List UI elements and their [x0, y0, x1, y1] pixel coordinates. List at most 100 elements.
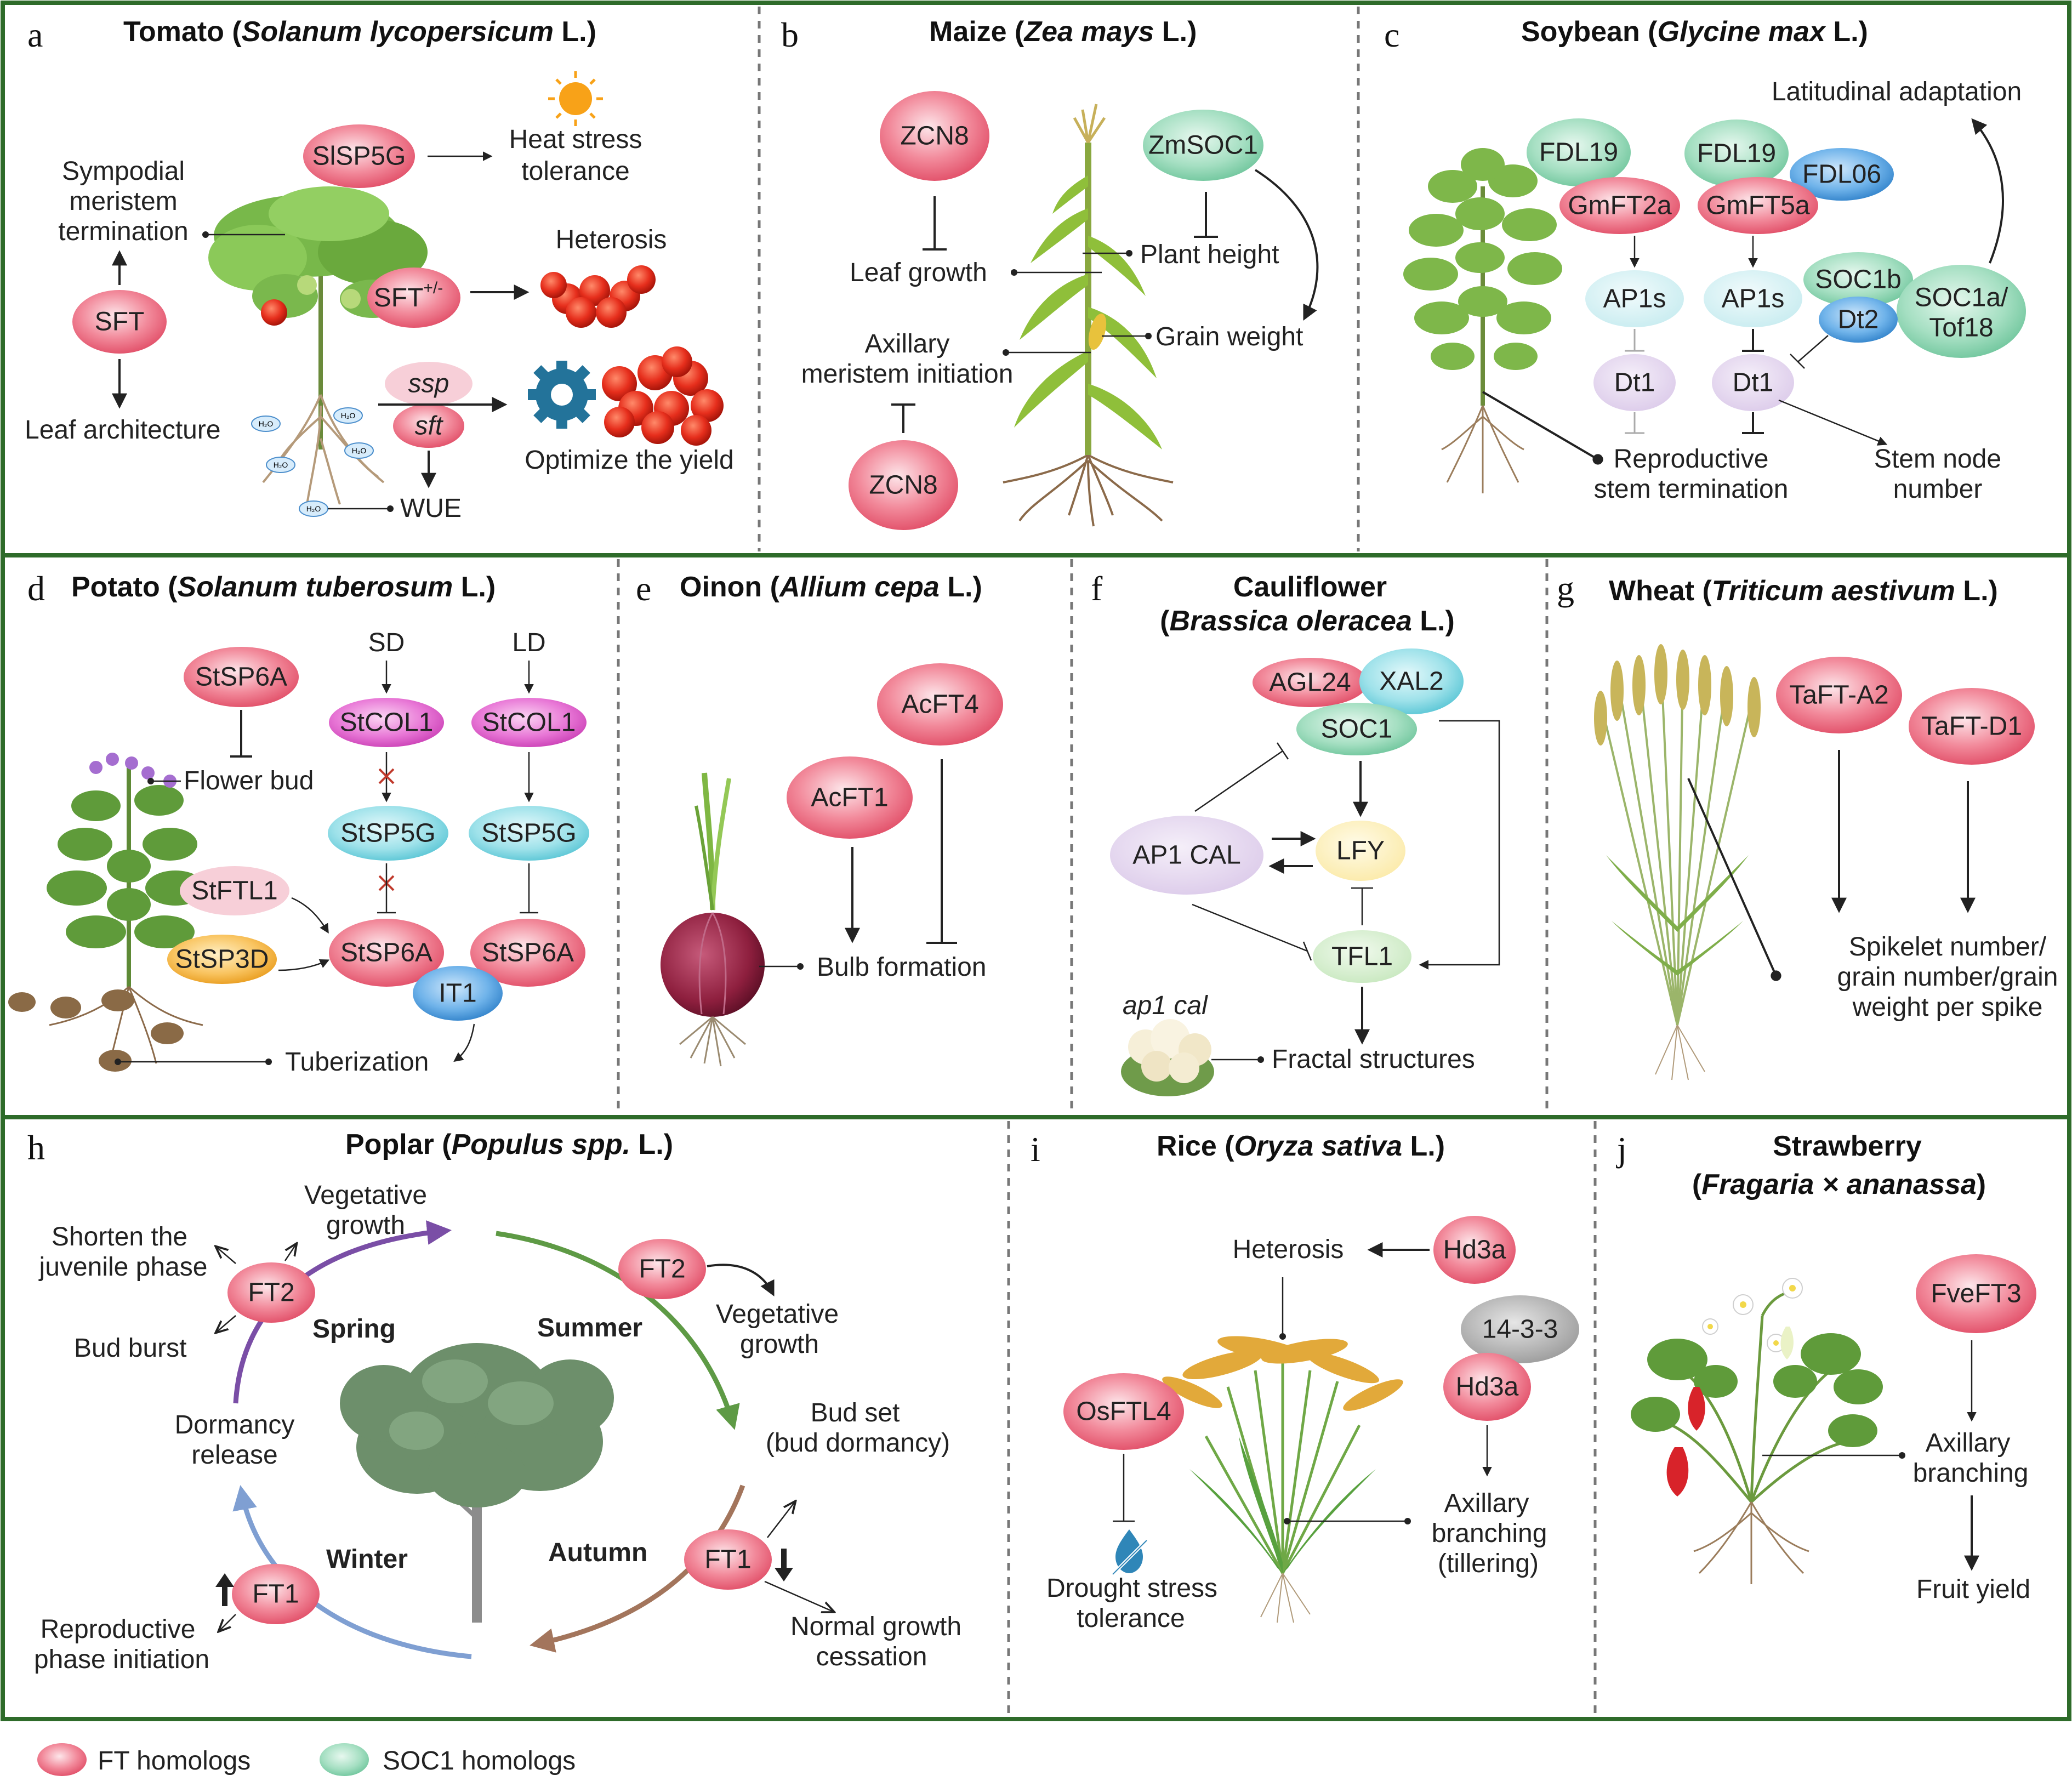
- panel-letter-b: b: [781, 15, 799, 54]
- gene-ap1-cal: AP1 CAL: [1110, 816, 1263, 895]
- gene-it1: IT1: [413, 966, 503, 1021]
- svg-text:StSP5G: StSP5G: [481, 819, 576, 848]
- panel-c-soybean: c Soybean (Glycine max L.) Latitudinal a…: [1384, 15, 2026, 504]
- label-grain-weight: Grain weight: [1155, 322, 1303, 351]
- svg-text:Soybean (Glycine max L.): Soybean (Glycine max L.): [1521, 16, 1868, 48]
- gene-ft2-right: FT2: [618, 1239, 706, 1299]
- gene-stsp5g-ld: StSP5G: [469, 806, 589, 861]
- svg-text:14-3-3: 14-3-3: [1482, 1315, 1558, 1344]
- up-arrow-icon: [215, 1573, 234, 1606]
- gene-stsp5g-sd: StSP5G: [328, 806, 448, 861]
- gene-zcn8-bottom: ZCN8: [849, 440, 958, 530]
- gene-stftl1: StFTL1: [180, 866, 289, 915]
- label-sd: SD: [368, 628, 405, 657]
- label-bud-dormancy: (bud dormancy): [766, 1429, 950, 1458]
- svg-text:XAL2: XAL2: [1379, 667, 1443, 696]
- svg-text:AP1s: AP1s: [1603, 284, 1666, 314]
- label-spring: Spring: [312, 1315, 396, 1344]
- label-cessation: cessation: [816, 1642, 927, 1671]
- svg-text:SFT+/-: SFT+/-: [374, 279, 443, 312]
- gene-fdl06: FDL06: [1790, 148, 1894, 201]
- panel-g-wheat: g Wheat (Triticum aestivum L.): [1557, 569, 2058, 1080]
- strawberry-plant-illustration: [1631, 1278, 1883, 1584]
- panel-i-rice: i Rice (Oryza sativa L.): [1031, 1130, 1579, 1633]
- gene-sft-heterozygous: SFT+/-: [367, 268, 460, 328]
- svg-text:Hd3a: Hd3a: [1443, 1236, 1506, 1265]
- svg-text:H₂O: H₂O: [306, 504, 321, 513]
- sun-icon: [548, 71, 603, 126]
- label-meristem-initiation: meristem initiation: [801, 360, 1014, 389]
- gene-dt2: Dt2: [1819, 297, 1898, 343]
- label-branching-i: branching: [1432, 1519, 1547, 1548]
- label-ld: LD: [512, 628, 545, 657]
- panel-letter-a: a: [27, 15, 43, 54]
- gene-dt1-left: Dt1: [1593, 354, 1676, 411]
- svg-text:StSP6A: StSP6A: [482, 938, 574, 968]
- svg-text:TFL1: TFL1: [1331, 942, 1393, 971]
- label-vegetative-right: Vegetative: [716, 1300, 839, 1329]
- gene-ft1-left: FT1: [232, 1564, 320, 1624]
- label-release: release: [191, 1441, 277, 1470]
- svg-text:Potato (Solanum tuberosum L.): Potato (Solanum tuberosum L.): [71, 571, 496, 603]
- svg-text:Poplar (Populus spp. L.): Poplar (Populus spp. L.): [345, 1129, 673, 1160]
- gene-soc1: SOC1: [1296, 703, 1417, 755]
- gene-stcol1-sd: StCOL1: [329, 698, 444, 747]
- svg-text:Maize (Zea mays L.): Maize (Zea mays L.): [929, 16, 1197, 48]
- tomato-fruit-cluster-yield: [602, 346, 724, 446]
- svg-text:(Fragaria × ananassa): (Fragaria × ananassa): [1692, 1169, 1986, 1200]
- label-bud-burst: Bud burst: [74, 1334, 186, 1363]
- svg-text:OsFTL4: OsFTL4: [1076, 1397, 1171, 1426]
- panel-letter-f: f: [1091, 569, 1103, 608]
- rice-plant-illustration: [1162, 1336, 1403, 1623]
- svg-text:StSP6A: StSP6A: [195, 663, 287, 692]
- label-heterosis-i: Heterosis: [1233, 1235, 1344, 1264]
- panel-letter-e: e: [636, 569, 651, 608]
- label-number: number: [1893, 475, 1983, 504]
- svg-text:FT1: FT1: [704, 1545, 751, 1574]
- label-summer: Summer: [537, 1313, 642, 1342]
- label-heat-stress: Heat stress: [509, 125, 642, 154]
- panel-e-onion: e Oinon (Allium cepa L.) AcFT4 AcFT1 Bul…: [636, 569, 1003, 1067]
- panel-d-potato: d Potato (Solanum tuberosum L.): [8, 569, 589, 1077]
- potato-plant-illustration: [8, 753, 206, 1072]
- label-flower-bud: Flower bud: [184, 766, 314, 795]
- wheat-plant-illustration: [1594, 644, 1761, 1080]
- label-vegetative-left: Vegetative: [304, 1181, 427, 1210]
- label-normal-growth: Normal growth: [790, 1612, 961, 1641]
- cauliflower-illustration: [1121, 1019, 1214, 1096]
- gene-fdl19-left: FDL19: [1527, 118, 1631, 186]
- gene-soc1a-tof18: SOC1a/Tof18: [1897, 265, 2026, 358]
- panel-j-strawberry: j Strawberry (Fragaria × ananassa): [1616, 1130, 2036, 1604]
- label-phase-initiation: phase initiation: [34, 1645, 209, 1674]
- svg-text:FT2: FT2: [248, 1278, 294, 1307]
- svg-text:H₂O: H₂O: [341, 411, 356, 420]
- gene-sft-mutant: sft: [393, 404, 464, 448]
- label-axillary-j: Axillary: [1926, 1429, 2011, 1458]
- svg-text:FT1: FT1: [252, 1580, 299, 1609]
- panel-a-title-end: L.): [554, 16, 596, 48]
- gene-hd3a-top: Hd3a: [1433, 1216, 1516, 1284]
- svg-text:H₂O: H₂O: [352, 446, 367, 455]
- label-tuberization: Tuberization: [285, 1048, 429, 1077]
- svg-text:SlSP5G: SlSP5G: [312, 142, 406, 171]
- svg-text:Dt1: Dt1: [1614, 368, 1655, 397]
- panel-frames: [1, 1, 2071, 1721]
- gene-ap1s-right: AP1s: [1704, 270, 1802, 327]
- label-winter: Winter: [326, 1545, 408, 1574]
- label-meristem: meristem: [69, 187, 177, 216]
- svg-text:GmFT2a: GmFT2a: [1568, 191, 1672, 220]
- panel-letter-i: i: [1031, 1130, 1040, 1169]
- legend-soc1-swatch: [320, 1743, 369, 1776]
- svg-text:FveFT3: FveFT3: [1931, 1279, 2021, 1308]
- label-drought-stress: Drought stress: [1046, 1574, 1217, 1603]
- onion-illustration: [661, 772, 765, 1067]
- panel-letter-c: c: [1384, 15, 1399, 54]
- maize-plant-illustration: [1003, 104, 1174, 527]
- label-growth-left: growth: [326, 1211, 405, 1240]
- gene-sft: SFT: [72, 290, 167, 354]
- gene-slsp5g: SlSP5G: [303, 124, 415, 188]
- gene-lfy: LFY: [1316, 821, 1405, 881]
- svg-text:TaFT-A2: TaFT-A2: [1789, 681, 1888, 710]
- gene-stcol1-ld: StCOL1: [471, 698, 587, 747]
